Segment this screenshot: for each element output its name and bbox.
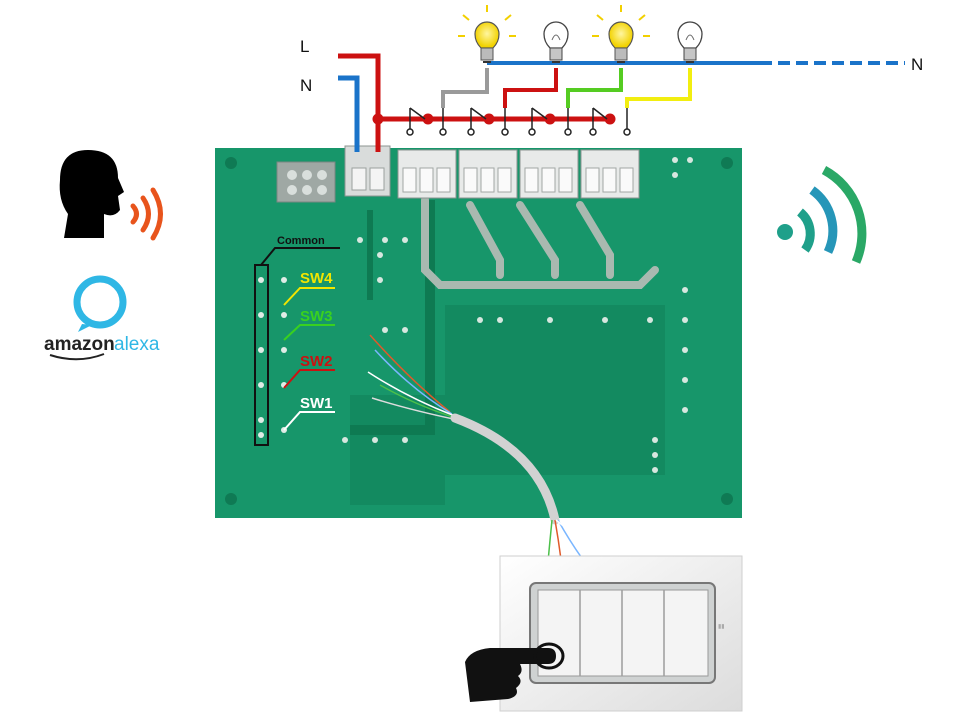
relay-contacts (406, 107, 631, 136)
light-bulb-4 (677, 21, 703, 63)
relay1-load-wire (441, 68, 489, 108)
relay-terminal-3 (519, 149, 579, 199)
relay2-load-wire (503, 68, 558, 108)
wall-switch-icon (579, 590, 665, 676)
alexa-logo-icon (73, 275, 127, 332)
sw3-label: SW3 (300, 308, 333, 325)
common-label: Common (277, 235, 325, 247)
head-voice-icon (59, 150, 163, 241)
light-bulb-icon (677, 21, 703, 63)
alexa-brand-alexa: alexa (114, 334, 160, 355)
light-bulb-icon (592, 5, 650, 63)
sw4-label: SW4 (300, 270, 333, 287)
svg-text:▮▮: ▮▮ (718, 624, 725, 630)
relay-terminal-4 (580, 149, 640, 199)
alexa-brand-amazon: amazon (44, 334, 115, 355)
pcb-board (215, 148, 742, 518)
wall-switch[interactable]: ▮▮ (499, 555, 743, 712)
light-bulb-icon (458, 5, 516, 63)
terminal-blocks (344, 145, 640, 199)
light-bulb-2 (543, 21, 569, 63)
sw2-label: SW2 (300, 353, 333, 370)
amazon-smile (49, 353, 105, 361)
relay-terminal-2 (458, 149, 518, 199)
light-bulb-icon (543, 21, 569, 63)
line-wire (338, 53, 616, 152)
light-bulb-3 (592, 5, 650, 63)
switch-cable (367, 334, 616, 599)
sw1-label: SW1 (300, 395, 333, 412)
pointing-hand-icon (465, 642, 565, 702)
neutral-right-label: N (911, 55, 923, 74)
wifi-icon (777, 166, 867, 264)
relay-terminal-1 (397, 149, 457, 199)
line-label: L (300, 37, 309, 56)
relay3-load-wire (566, 68, 623, 108)
relay4-load-wire (625, 68, 692, 108)
light-bulb-1 (458, 5, 516, 63)
power-terminal (344, 145, 391, 197)
switch-leaders (283, 287, 335, 431)
switch-input-header: Common (254, 235, 340, 446)
load-wires (441, 68, 692, 108)
neutral-label: N (300, 76, 312, 95)
